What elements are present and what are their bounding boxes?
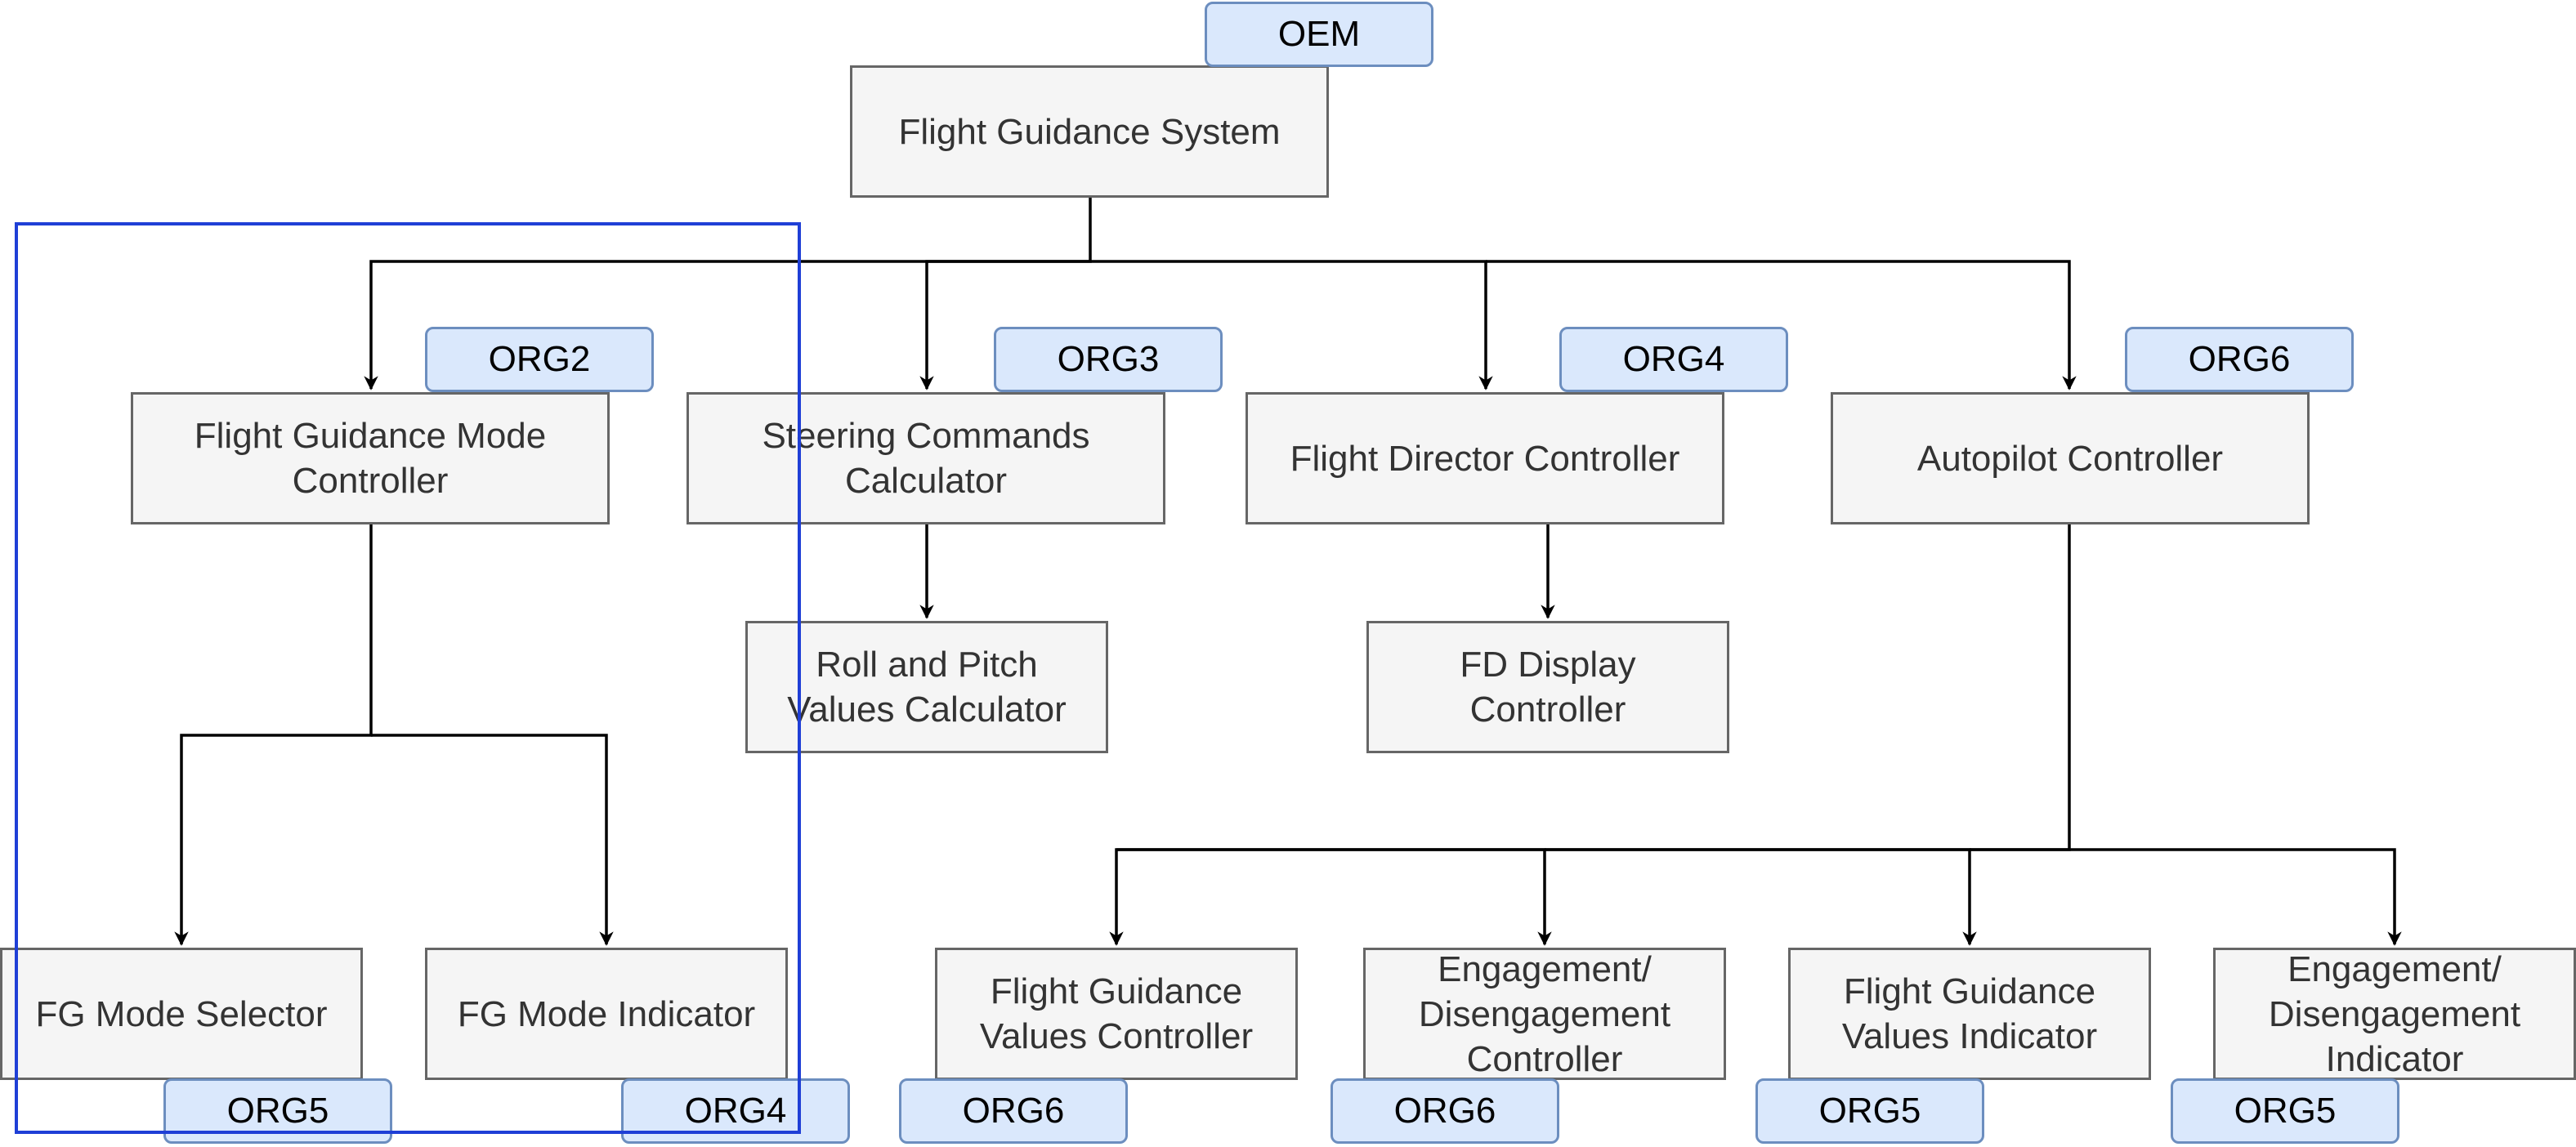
tag-apc-org[interactable]: ORG6 bbox=[2125, 327, 2354, 392]
node-flight-director-controller[interactable]: Flight Director Controller bbox=[1246, 392, 1724, 524]
edge-fgs-to-scc bbox=[919, 260, 1090, 391]
node-engagement-disengagement-indicator[interactable]: Engagement/ Disengagement Indicator bbox=[2213, 948, 2576, 1080]
node-steering-commands-calculator[interactable]: Steering Commands Calculator bbox=[686, 392, 1165, 524]
node-fg-mode-indicator[interactable]: FG Mode Indicator bbox=[425, 948, 788, 1080]
tag-fgms-org[interactable]: ORG5 bbox=[163, 1078, 392, 1144]
tag-fgmc-org[interactable]: ORG2 bbox=[425, 327, 654, 392]
tag-fdc-org[interactable]: ORG4 bbox=[1559, 327, 1788, 392]
tag-fgvi-org[interactable]: ORG5 bbox=[1755, 1078, 1984, 1144]
node-flight-guidance-values-indicator[interactable]: Flight Guidance Values Indicator bbox=[1788, 948, 2151, 1080]
edge-apc-to-edc bbox=[1116, 848, 1552, 946]
node-fg-mode-selector[interactable]: FG Mode Selector bbox=[0, 948, 363, 1080]
tag-fgvc-org[interactable]: ORG6 bbox=[899, 1078, 1128, 1144]
node-engagement-disengagement-controller[interactable]: Engagement/ Disengagement Controller bbox=[1363, 948, 1726, 1080]
tag-scc-org[interactable]: ORG3 bbox=[994, 327, 1223, 392]
node-flight-guidance-mode-controller[interactable]: Flight Guidance Mode Controller bbox=[131, 392, 610, 524]
tag-edc-org[interactable]: ORG6 bbox=[1330, 1078, 1559, 1144]
node-flight-guidance-values-controller[interactable]: Flight Guidance Values Controller bbox=[935, 948, 1298, 1080]
node-roll-and-pitch-values-calculator[interactable]: Roll and Pitch Values Calculator bbox=[745, 621, 1108, 753]
node-flight-guidance-system[interactable]: Flight Guidance System bbox=[850, 65, 1329, 198]
edge-fgmc-to-fgmi bbox=[371, 734, 614, 946]
tag-edi-org[interactable]: ORG5 bbox=[2171, 1078, 2399, 1144]
edge-apc-to-edi bbox=[1970, 848, 2402, 946]
node-fd-display-controller[interactable]: FD Display Controller bbox=[1366, 621, 1729, 753]
tag-fgs-oem[interactable]: OEM bbox=[1205, 2, 1433, 67]
edge-apc-to-fgvi bbox=[1545, 848, 1977, 946]
tag-fgmi-org[interactable]: ORG4 bbox=[621, 1078, 850, 1144]
node-autopilot-controller[interactable]: Autopilot Controller bbox=[1831, 392, 2310, 524]
edge-fgs-to-fgmc bbox=[364, 198, 1092, 391]
edge-fgs-to-apc bbox=[1486, 260, 2077, 391]
edge-fgmc-to-fgms bbox=[174, 524, 373, 946]
